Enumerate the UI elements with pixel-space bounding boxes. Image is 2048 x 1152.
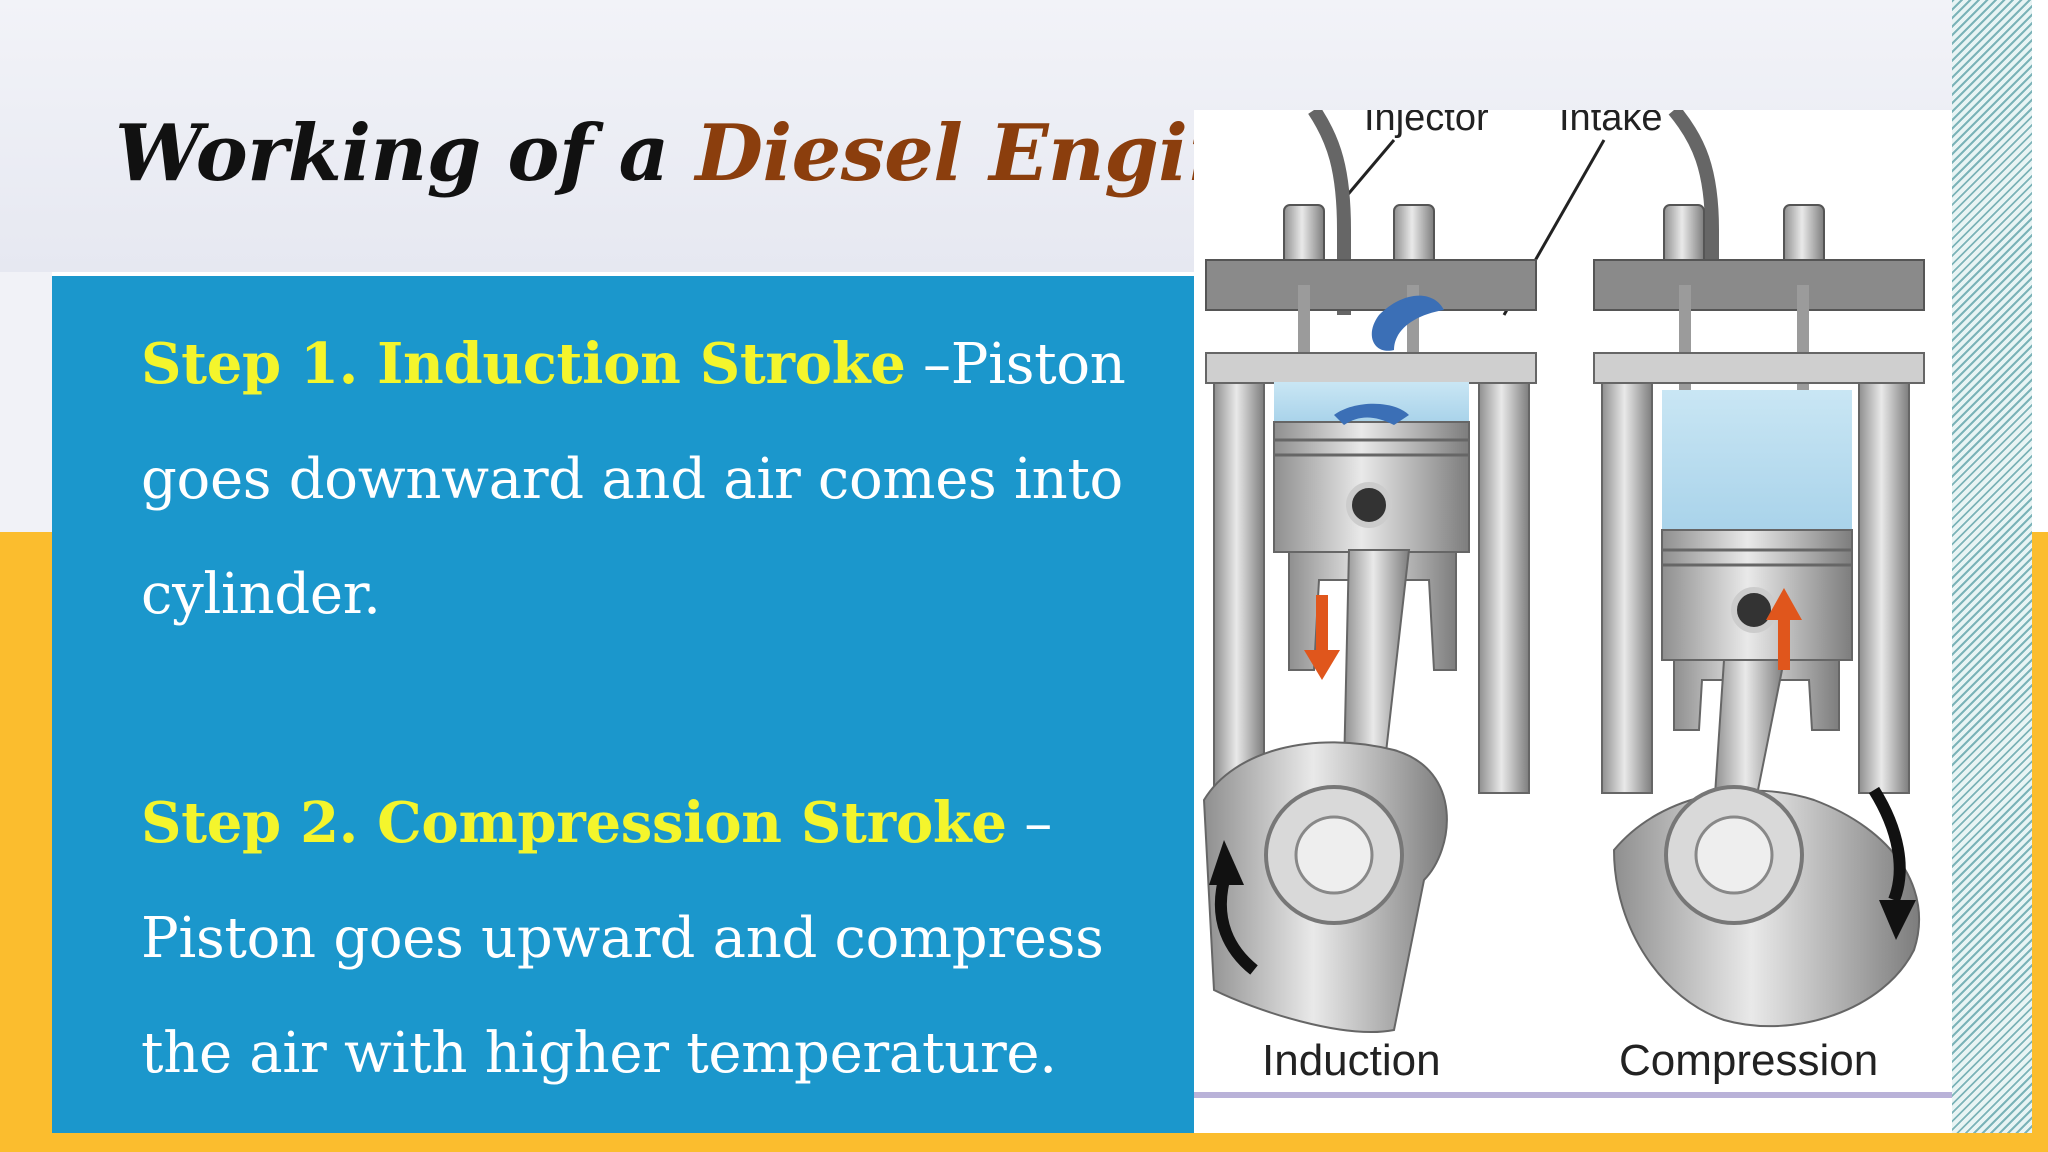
arrow-down-icon xyxy=(1304,595,1340,680)
content-panel xyxy=(52,276,1194,1133)
slide-title-accent: Diesel Engine xyxy=(695,108,1293,199)
bottom-yellow-strip xyxy=(0,1133,2048,1152)
arrow-up-icon xyxy=(1766,588,1802,670)
step-1-paragraph: Step 1. Induction Stroke –Piston goes do… xyxy=(141,307,1181,652)
engine-diagram-icon: Injector Intake xyxy=(1194,110,1952,1098)
engine-figure: Injector Intake xyxy=(1194,110,1952,1133)
left-gray-strip xyxy=(0,272,52,532)
compression-caption: Compression xyxy=(1619,1036,1878,1085)
step-1-body: –Piston goes downward and air comes into… xyxy=(141,332,1126,627)
slide-title: Working of a Diesel Engine xyxy=(115,108,1293,199)
step-1-heading: Step 1. Induction Stroke xyxy=(141,331,906,397)
intake-label: Intake xyxy=(1559,110,1663,139)
step-2-paragraph: Step 2. Compression Stroke –Piston goes … xyxy=(141,766,1181,1111)
slide-title-main: Working of a xyxy=(115,108,696,199)
engine-left xyxy=(1202,110,1537,1033)
left-yellow-strip xyxy=(0,532,52,1152)
step-2-heading: Step 2. Compression Stroke xyxy=(141,790,1007,856)
right-yellow-strip xyxy=(2032,532,2048,1152)
decorative-stripe-band xyxy=(1952,0,2032,1133)
rotation-arrow-icon xyxy=(1214,878,1258,975)
injector-label: Injector xyxy=(1364,110,1489,139)
induction-caption: Induction xyxy=(1262,1036,1441,1085)
step-2-body: –Piston goes upward and compress the air… xyxy=(141,791,1104,1086)
engine-right xyxy=(1593,110,1925,1028)
